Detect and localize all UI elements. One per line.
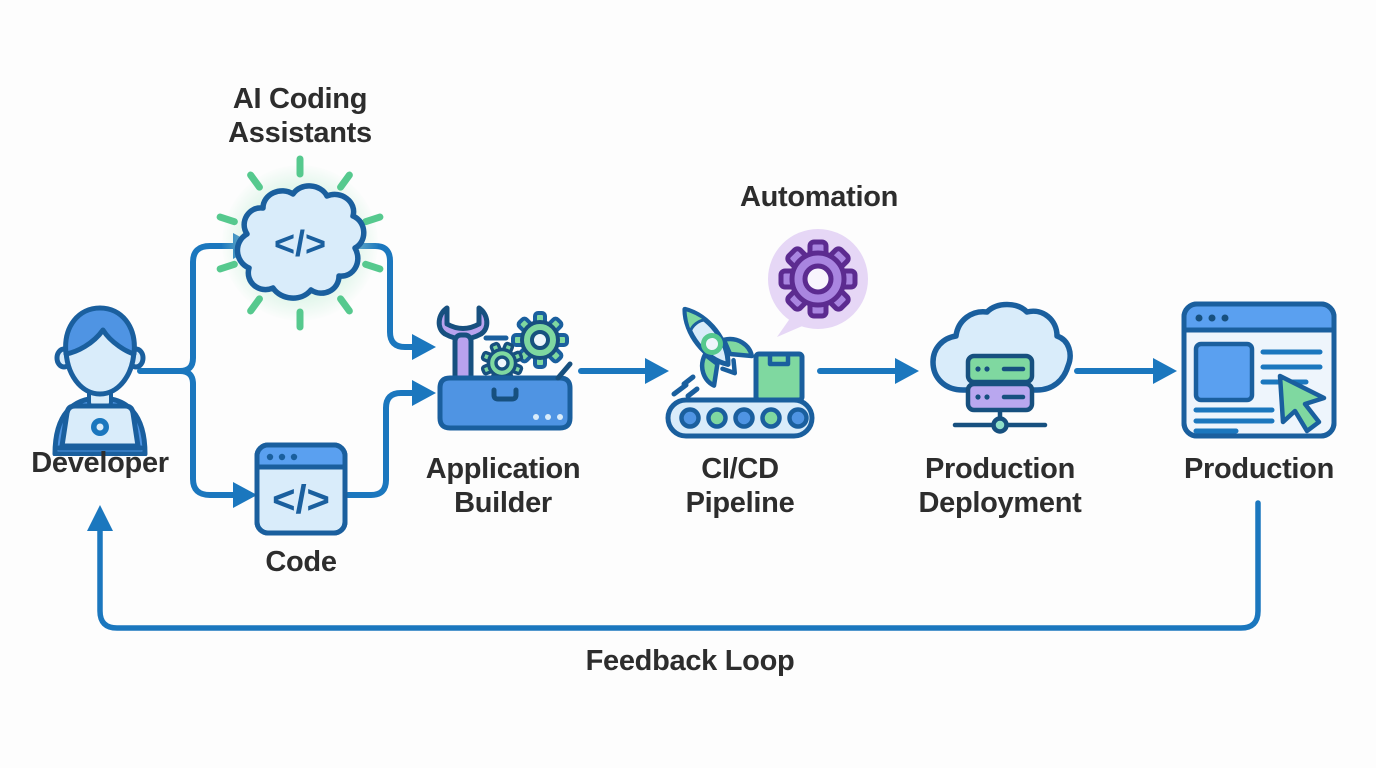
arrowhead-feedback-loop bbox=[87, 505, 113, 531]
ai-assistants-node: </> bbox=[210, 153, 390, 333]
cloud-deploy-icon bbox=[930, 301, 1073, 434]
developer-icon bbox=[52, 305, 148, 457]
production-node: Production bbox=[1180, 300, 1338, 485]
cicd-label: CI/CD Pipeline bbox=[685, 453, 795, 519]
production-label: Production bbox=[1183, 453, 1335, 485]
feedback-loop-label: Feedback Loop bbox=[585, 645, 795, 677]
arrowhead-cicd-to-deployment bbox=[895, 358, 919, 384]
arrowhead-code-to-builder bbox=[412, 380, 436, 406]
network-node bbox=[991, 416, 1009, 434]
application-builder-node: Application Builder bbox=[426, 300, 581, 519]
rocket-icon bbox=[682, 306, 755, 388]
toolbox-body bbox=[437, 375, 573, 431]
arrowhead-deployment-to-production bbox=[1153, 358, 1177, 384]
production-deployment-node: Production Deployment bbox=[919, 298, 1082, 519]
production-browser-icon bbox=[1181, 301, 1337, 439]
cicd-pipeline-icon bbox=[665, 306, 815, 439]
ai-brain-icon: </> bbox=[216, 155, 384, 331]
ai-assistants-label: AI Coding Assistants bbox=[228, 83, 372, 149]
edge-feedback-loop bbox=[97, 500, 1261, 631]
code-label: Code bbox=[265, 546, 337, 578]
arrowhead-ai-to-builder bbox=[412, 334, 436, 360]
code-node: </> Code bbox=[253, 441, 349, 578]
gear-large bbox=[511, 311, 569, 369]
edge-code-to-builder bbox=[345, 390, 416, 498]
rocket-exhaust bbox=[671, 374, 700, 399]
application-builder-label: Application Builder bbox=[425, 453, 581, 519]
brain-code-glyph: </> bbox=[274, 223, 326, 264]
edge-ai-to-builder bbox=[353, 243, 416, 350]
package-box bbox=[753, 351, 805, 403]
automation-label: Automation bbox=[739, 181, 899, 213]
cicd-node: CI/CD Pipeline bbox=[660, 288, 820, 519]
content-text-lines bbox=[1193, 349, 1323, 434]
content-image-block bbox=[1193, 341, 1255, 403]
code-window-icon: </> bbox=[254, 442, 348, 536]
cursor-icon bbox=[1277, 373, 1327, 434]
arrowhead-builder-to-cicd bbox=[645, 358, 669, 384]
edge-developer-to-code bbox=[177, 368, 237, 498]
developer-label: Developer bbox=[31, 447, 169, 479]
toolbox-icon bbox=[436, 305, 573, 431]
code-glyph: </> bbox=[272, 478, 330, 522]
automation-node bbox=[761, 225, 876, 340]
ai-sparkle-rays bbox=[216, 155, 384, 331]
developer-node: Developer bbox=[31, 296, 169, 479]
automation-gear-icon bbox=[768, 229, 868, 337]
production-deployment-label: Production Deployment bbox=[918, 453, 1082, 519]
arrowhead-to-code bbox=[233, 482, 257, 508]
